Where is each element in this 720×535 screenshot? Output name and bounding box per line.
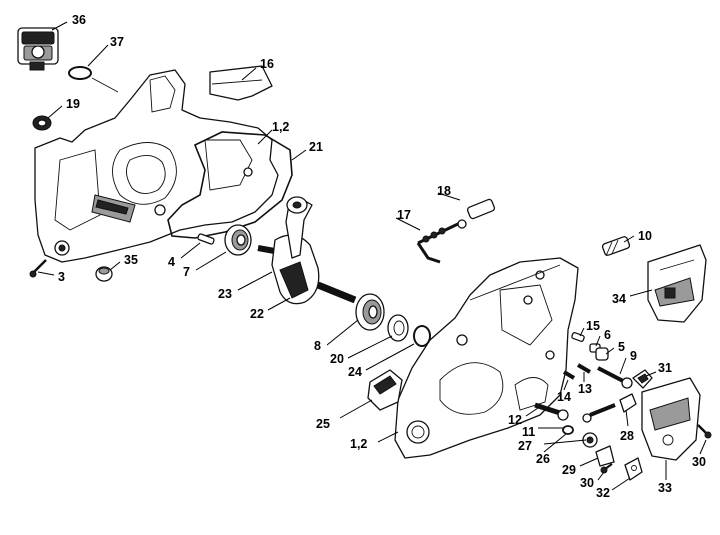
part-24-ring: [413, 325, 431, 347]
part-5-bushing: [595, 347, 609, 361]
label-7: 7: [183, 265, 190, 279]
part-12-screw: [534, 402, 569, 421]
part-3-screw: [29, 259, 47, 278]
part-30-screw-right: [697, 424, 712, 439]
label-28: 28: [620, 429, 634, 443]
part-23-conrod: [285, 196, 313, 259]
callout-labels: 36 37 16 19 1,2 21 18 17 10 3 35 4 7 23 …: [58, 13, 706, 500]
label-17: 17: [397, 208, 411, 222]
label-26: 26: [536, 452, 550, 466]
part-19-grommet: [32, 115, 52, 131]
part-37-o-ring: [68, 66, 92, 80]
part-10-stud: [601, 236, 631, 257]
label-12: 12: [508, 413, 522, 427]
label-8: 8: [314, 339, 321, 353]
part-9-screw: [597, 366, 633, 389]
part-28-clip: [619, 393, 637, 413]
label-15: 15: [586, 319, 600, 333]
label-11: 11: [522, 425, 535, 439]
part-7-bearing: [224, 224, 252, 256]
label-31: 31: [658, 361, 672, 375]
part-35-cap: [95, 266, 113, 282]
part-14-spring: [562, 370, 576, 380]
part-27-washer: [562, 425, 574, 435]
label-1-2-top: 1,2: [272, 120, 289, 134]
part-20-seal: [387, 314, 409, 342]
label-34: 34: [612, 292, 626, 306]
label-36: 36: [72, 13, 86, 27]
label-24: 24: [348, 365, 362, 379]
leader-lines: [37, 21, 707, 491]
label-37: 37: [110, 35, 124, 49]
label-21: 21: [309, 140, 323, 154]
label-32: 32: [596, 486, 610, 500]
part-25-damper: [367, 369, 403, 411]
part-21-gasket: [167, 131, 293, 239]
part-13-spring: [576, 363, 592, 374]
label-6: 6: [604, 328, 611, 342]
label-25: 25: [316, 417, 330, 431]
label-33: 33: [658, 481, 672, 495]
part-26-gear: [582, 432, 598, 448]
label-30-right: 30: [692, 455, 706, 469]
part-crankcase-left: [34, 69, 279, 263]
label-10: 10: [638, 229, 652, 243]
label-27: 27: [518, 439, 532, 453]
label-18: 18: [437, 184, 451, 198]
label-5: 5: [618, 340, 625, 354]
part-4-pin: [197, 233, 215, 245]
part-22-crankshaft: [257, 234, 357, 305]
part-31-clip: [632, 369, 653, 389]
part-8-bearing: [355, 293, 385, 331]
part-18-spring: [457, 198, 496, 229]
label-19: 19: [66, 97, 80, 111]
part-32-plate: [624, 457, 643, 481]
label-30-bottom: 30: [580, 476, 594, 490]
label-13: 13: [578, 382, 592, 396]
part-16-heat-shield: [209, 65, 273, 101]
part-34-cover: [647, 244, 707, 323]
label-3: 3: [58, 270, 65, 284]
part-crankcase-right: [394, 257, 579, 459]
part-17-rod: [416, 221, 461, 264]
label-16: 16: [260, 57, 274, 71]
label-14: 14: [557, 390, 571, 404]
part-15-pin: [571, 332, 585, 342]
label-4: 4: [168, 255, 175, 269]
part-29-bracket: [595, 445, 615, 467]
label-29: 29: [562, 463, 576, 477]
label-20: 20: [330, 352, 344, 366]
part-36-valve-assembly: [17, 27, 59, 71]
part-30-screw-bottom: [600, 463, 613, 474]
label-1-2-bottom: 1,2: [350, 437, 367, 451]
label-23: 23: [218, 287, 232, 301]
part-33-cover: [641, 377, 701, 461]
label-9: 9: [630, 349, 637, 363]
part-11-stud: [582, 403, 616, 423]
label-35: 35: [124, 253, 138, 267]
label-22: 22: [250, 307, 264, 321]
